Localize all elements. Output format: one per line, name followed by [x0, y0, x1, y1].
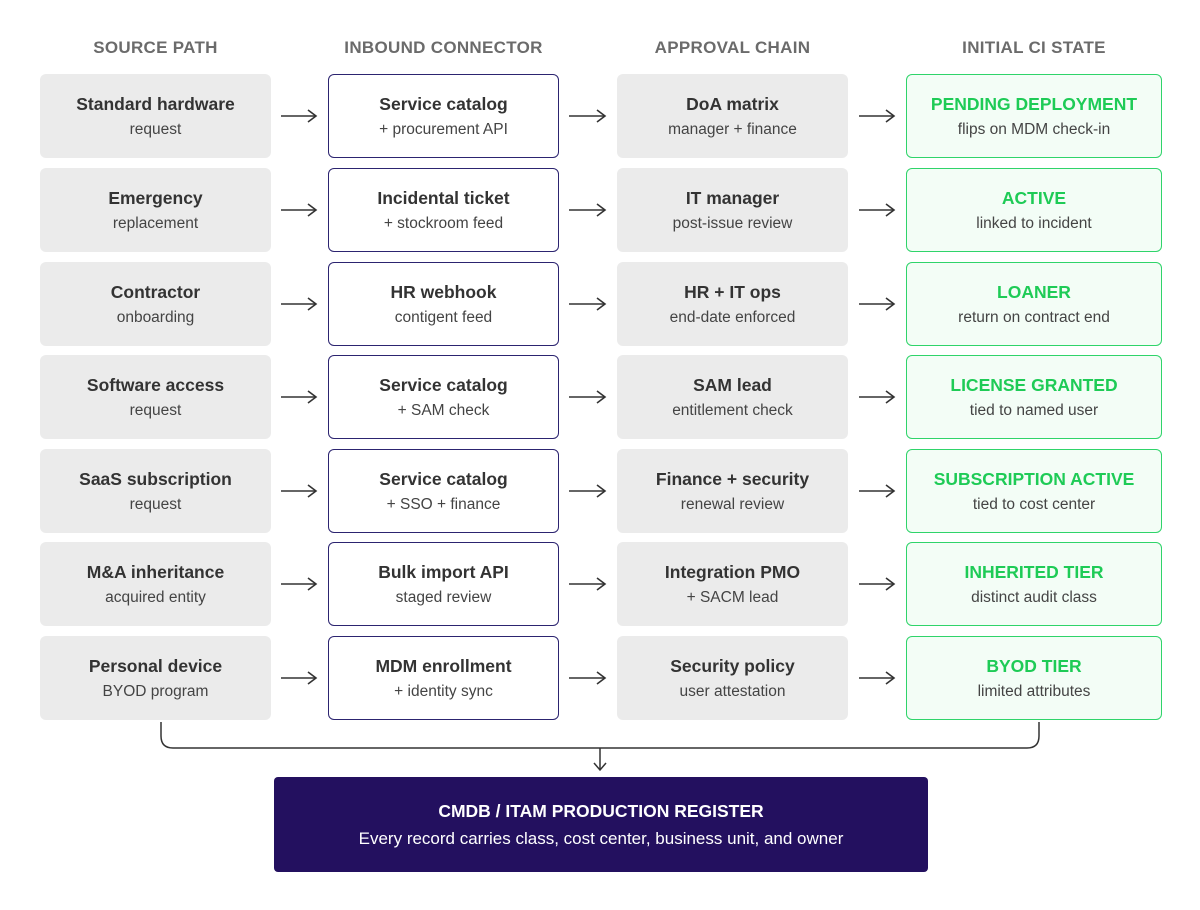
cmdb-register-box: CMDB / ITAM PRODUCTION REGISTER Every re… — [274, 777, 928, 872]
source-box: M&A inheritance acquired entity — [40, 542, 271, 626]
source-subtitle: BYOD program — [102, 682, 209, 700]
source-box: Software access request — [40, 355, 271, 439]
approval-title: HR + IT ops — [684, 281, 781, 302]
approval-box: DoA matrix manager + finance — [617, 74, 848, 158]
state-subtitle: flips on MDM check-in — [957, 120, 1111, 138]
approval-subtitle: renewal review — [680, 495, 785, 513]
approval-box: Finance + security renewal review — [617, 449, 848, 533]
state-title: ACTIVE — [1001, 187, 1067, 208]
approval-title: SAM lead — [693, 374, 772, 395]
source-subtitle: acquired entity — [105, 588, 206, 606]
connector-box: Bulk import API staged review — [328, 542, 559, 626]
source-box: Standard hardware request — [40, 74, 271, 158]
register-subtitle: Every record carries class, cost center,… — [358, 828, 844, 848]
connector-title: Incidental ticket — [377, 187, 510, 208]
state-title: INHERITED TIER — [964, 561, 1104, 582]
approval-box: IT manager post-issue review — [617, 168, 848, 252]
approval-title: Integration PMO — [664, 561, 801, 582]
state-subtitle: return on contract end — [958, 308, 1110, 326]
approval-subtitle: + SACM lead — [686, 588, 779, 606]
source-title: Personal device — [88, 655, 223, 676]
state-box: SUBSCRIPTION ACTIVE tied to cost center — [906, 449, 1162, 533]
state-title: LICENSE GRANTED — [950, 374, 1118, 395]
header-inbound-connector: INBOUND CONNECTOR — [344, 38, 543, 57]
connector-title: MDM enrollment — [375, 655, 512, 676]
header-approval-chain: APPROVAL CHAIN — [654, 38, 811, 57]
connector-title: HR webhook — [390, 281, 497, 302]
approval-title: Finance + security — [655, 468, 810, 489]
state-box: LICENSE GRANTED tied to named user — [906, 355, 1162, 439]
source-box: Emergency replacement — [40, 168, 271, 252]
approval-subtitle: user attestation — [679, 682, 786, 700]
state-subtitle: limited attributes — [977, 682, 1091, 700]
connector-subtitle: + stockroom feed — [383, 214, 504, 232]
header-source-path: SOURCE PATH — [93, 38, 218, 57]
state-box: PENDING DEPLOYMENT flips on MDM check-in — [906, 74, 1162, 158]
connector-subtitle: + SAM check — [397, 401, 490, 419]
state-box: ACTIVE linked to incident — [906, 168, 1162, 252]
approval-box: Security policy user attestation — [617, 636, 848, 720]
connector-subtitle: contigent feed — [394, 308, 493, 326]
state-title: LOANER — [997, 281, 1071, 302]
connector-title: Service catalog — [379, 93, 508, 114]
source-title: Contractor — [110, 281, 201, 302]
connector-subtitle: staged review — [395, 588, 492, 606]
connector-box: MDM enrollment + identity sync — [328, 636, 559, 720]
connector-subtitle: + identity sync — [394, 682, 493, 700]
state-subtitle: linked to incident — [976, 214, 1092, 232]
approval-title: IT manager — [685, 187, 780, 208]
approval-subtitle: manager + finance — [668, 120, 797, 138]
connector-title: Service catalog — [379, 468, 508, 489]
connector-box: Service catalog + SAM check — [328, 355, 559, 439]
source-title: Standard hardware — [76, 93, 235, 114]
source-title: Emergency — [108, 187, 203, 208]
approval-subtitle: entitlement check — [672, 401, 793, 419]
approval-box: HR + IT ops end-date enforced — [617, 262, 848, 346]
approval-box: Integration PMO + SACM lead — [617, 542, 848, 626]
source-subtitle: request — [129, 401, 182, 419]
connector-subtitle: + procurement API — [379, 120, 508, 138]
connector-subtitle: + SSO + finance — [386, 495, 501, 513]
state-subtitle: distinct audit class — [971, 588, 1097, 606]
source-box: SaaS subscription request — [40, 449, 271, 533]
connector-title: Service catalog — [379, 374, 508, 395]
approval-title: DoA matrix — [686, 93, 779, 114]
connector-title: Bulk import API — [378, 561, 509, 582]
connector-box: Service catalog + procurement API — [328, 74, 559, 158]
state-subtitle: tied to cost center — [972, 495, 1096, 513]
approval-box: SAM lead entitlement check — [617, 355, 848, 439]
register-title: CMDB / ITAM PRODUCTION REGISTER — [438, 800, 764, 821]
state-subtitle: tied to named user — [969, 401, 1099, 419]
source-subtitle: replacement — [112, 214, 199, 232]
state-title: PENDING DEPLOYMENT — [930, 93, 1138, 114]
state-box: BYOD TIER limited attributes — [906, 636, 1162, 720]
source-box: Personal device BYOD program — [40, 636, 271, 720]
state-box: INHERITED TIER distinct audit class — [906, 542, 1162, 626]
source-subtitle: request — [129, 120, 182, 138]
state-title: SUBSCRIPTION ACTIVE — [933, 468, 1135, 489]
connector-box: Incidental ticket + stockroom feed — [328, 168, 559, 252]
state-title: BYOD TIER — [986, 655, 1082, 676]
header-initial-ci-state: INITIAL CI STATE — [962, 38, 1106, 57]
connector-box: HR webhook contigent feed — [328, 262, 559, 346]
source-subtitle: onboarding — [116, 308, 195, 326]
approval-subtitle: end-date enforced — [669, 308, 796, 326]
state-box: LOANER return on contract end — [906, 262, 1162, 346]
source-title: M&A inheritance — [86, 561, 225, 582]
connector-box: Service catalog + SSO + finance — [328, 449, 559, 533]
source-title: SaaS subscription — [79, 468, 232, 489]
source-subtitle: request — [129, 495, 182, 513]
approval-subtitle: post-issue review — [672, 214, 793, 232]
approval-title: Security policy — [670, 655, 795, 676]
source-box: Contractor onboarding — [40, 262, 271, 346]
source-title: Software access — [86, 374, 225, 395]
